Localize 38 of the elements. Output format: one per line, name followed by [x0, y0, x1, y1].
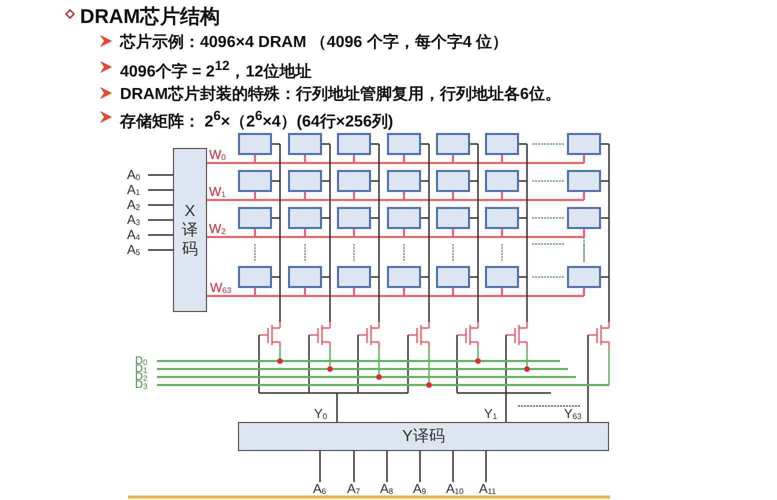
wire [148, 174, 173, 176]
wire [148, 189, 173, 191]
pin-label: A$_{11}$ [479, 482, 496, 499]
wire [452, 451, 454, 482]
pin-label: A$_{4}$ [127, 228, 140, 245]
column-select-label: Y$_{0}$ [314, 408, 328, 423]
column-select-label: Y$_{63}$ [564, 408, 582, 423]
wire [419, 451, 421, 482]
decoder-box: X译码 [173, 148, 207, 312]
word-line-label: W$_{63}$ [210, 282, 232, 297]
pin-label: A$_{1}$ [127, 183, 140, 200]
bullet-text: 芯片示例：4096×4 DRAM （4096 个字，每个字4 位） [120, 32, 508, 53]
column-select-label: Y$_{1}$ [484, 408, 498, 423]
wire [386, 451, 388, 482]
wire [148, 219, 173, 221]
wire [485, 451, 487, 482]
bullet-text: 存储矩阵： 2$^{6}$×（2$^{6}$×4）(64行×256列) [120, 108, 394, 132]
pin-label: A$_{5}$ [127, 243, 140, 260]
wire [148, 204, 173, 206]
decoder-box: Y译码 [238, 422, 609, 451]
pin-label: A$_{3}$ [127, 213, 140, 230]
wire [353, 451, 355, 482]
wire [319, 451, 321, 482]
pin-label: A$_{0}$ [127, 168, 140, 185]
word-line-label: W$_{2}$ [209, 223, 226, 238]
pin-label: A$_{2}$ [127, 198, 140, 215]
pin-label: A$_{9}$ [413, 482, 426, 499]
pin-label: A$_{6}$ [313, 482, 326, 499]
wire [148, 234, 173, 236]
bullet-text: DRAM芯片封装的特殊：行列地址管脚复用，行列地址各6位。 [120, 84, 561, 105]
word-line-label: W$_{1}$ [209, 186, 226, 201]
wire [148, 249, 173, 251]
word-line-label: W$_{0}$ [209, 149, 226, 164]
pin-label: A$_{7}$ [347, 482, 360, 499]
pin-label: A$_{8}$ [380, 482, 394, 499]
title: DRAM芯片结构 [80, 5, 220, 30]
pin-label: A$_{10}$ [446, 482, 464, 499]
bullet-text: 4096个字 = 2$^{12}$，12位地址 [120, 58, 312, 82]
